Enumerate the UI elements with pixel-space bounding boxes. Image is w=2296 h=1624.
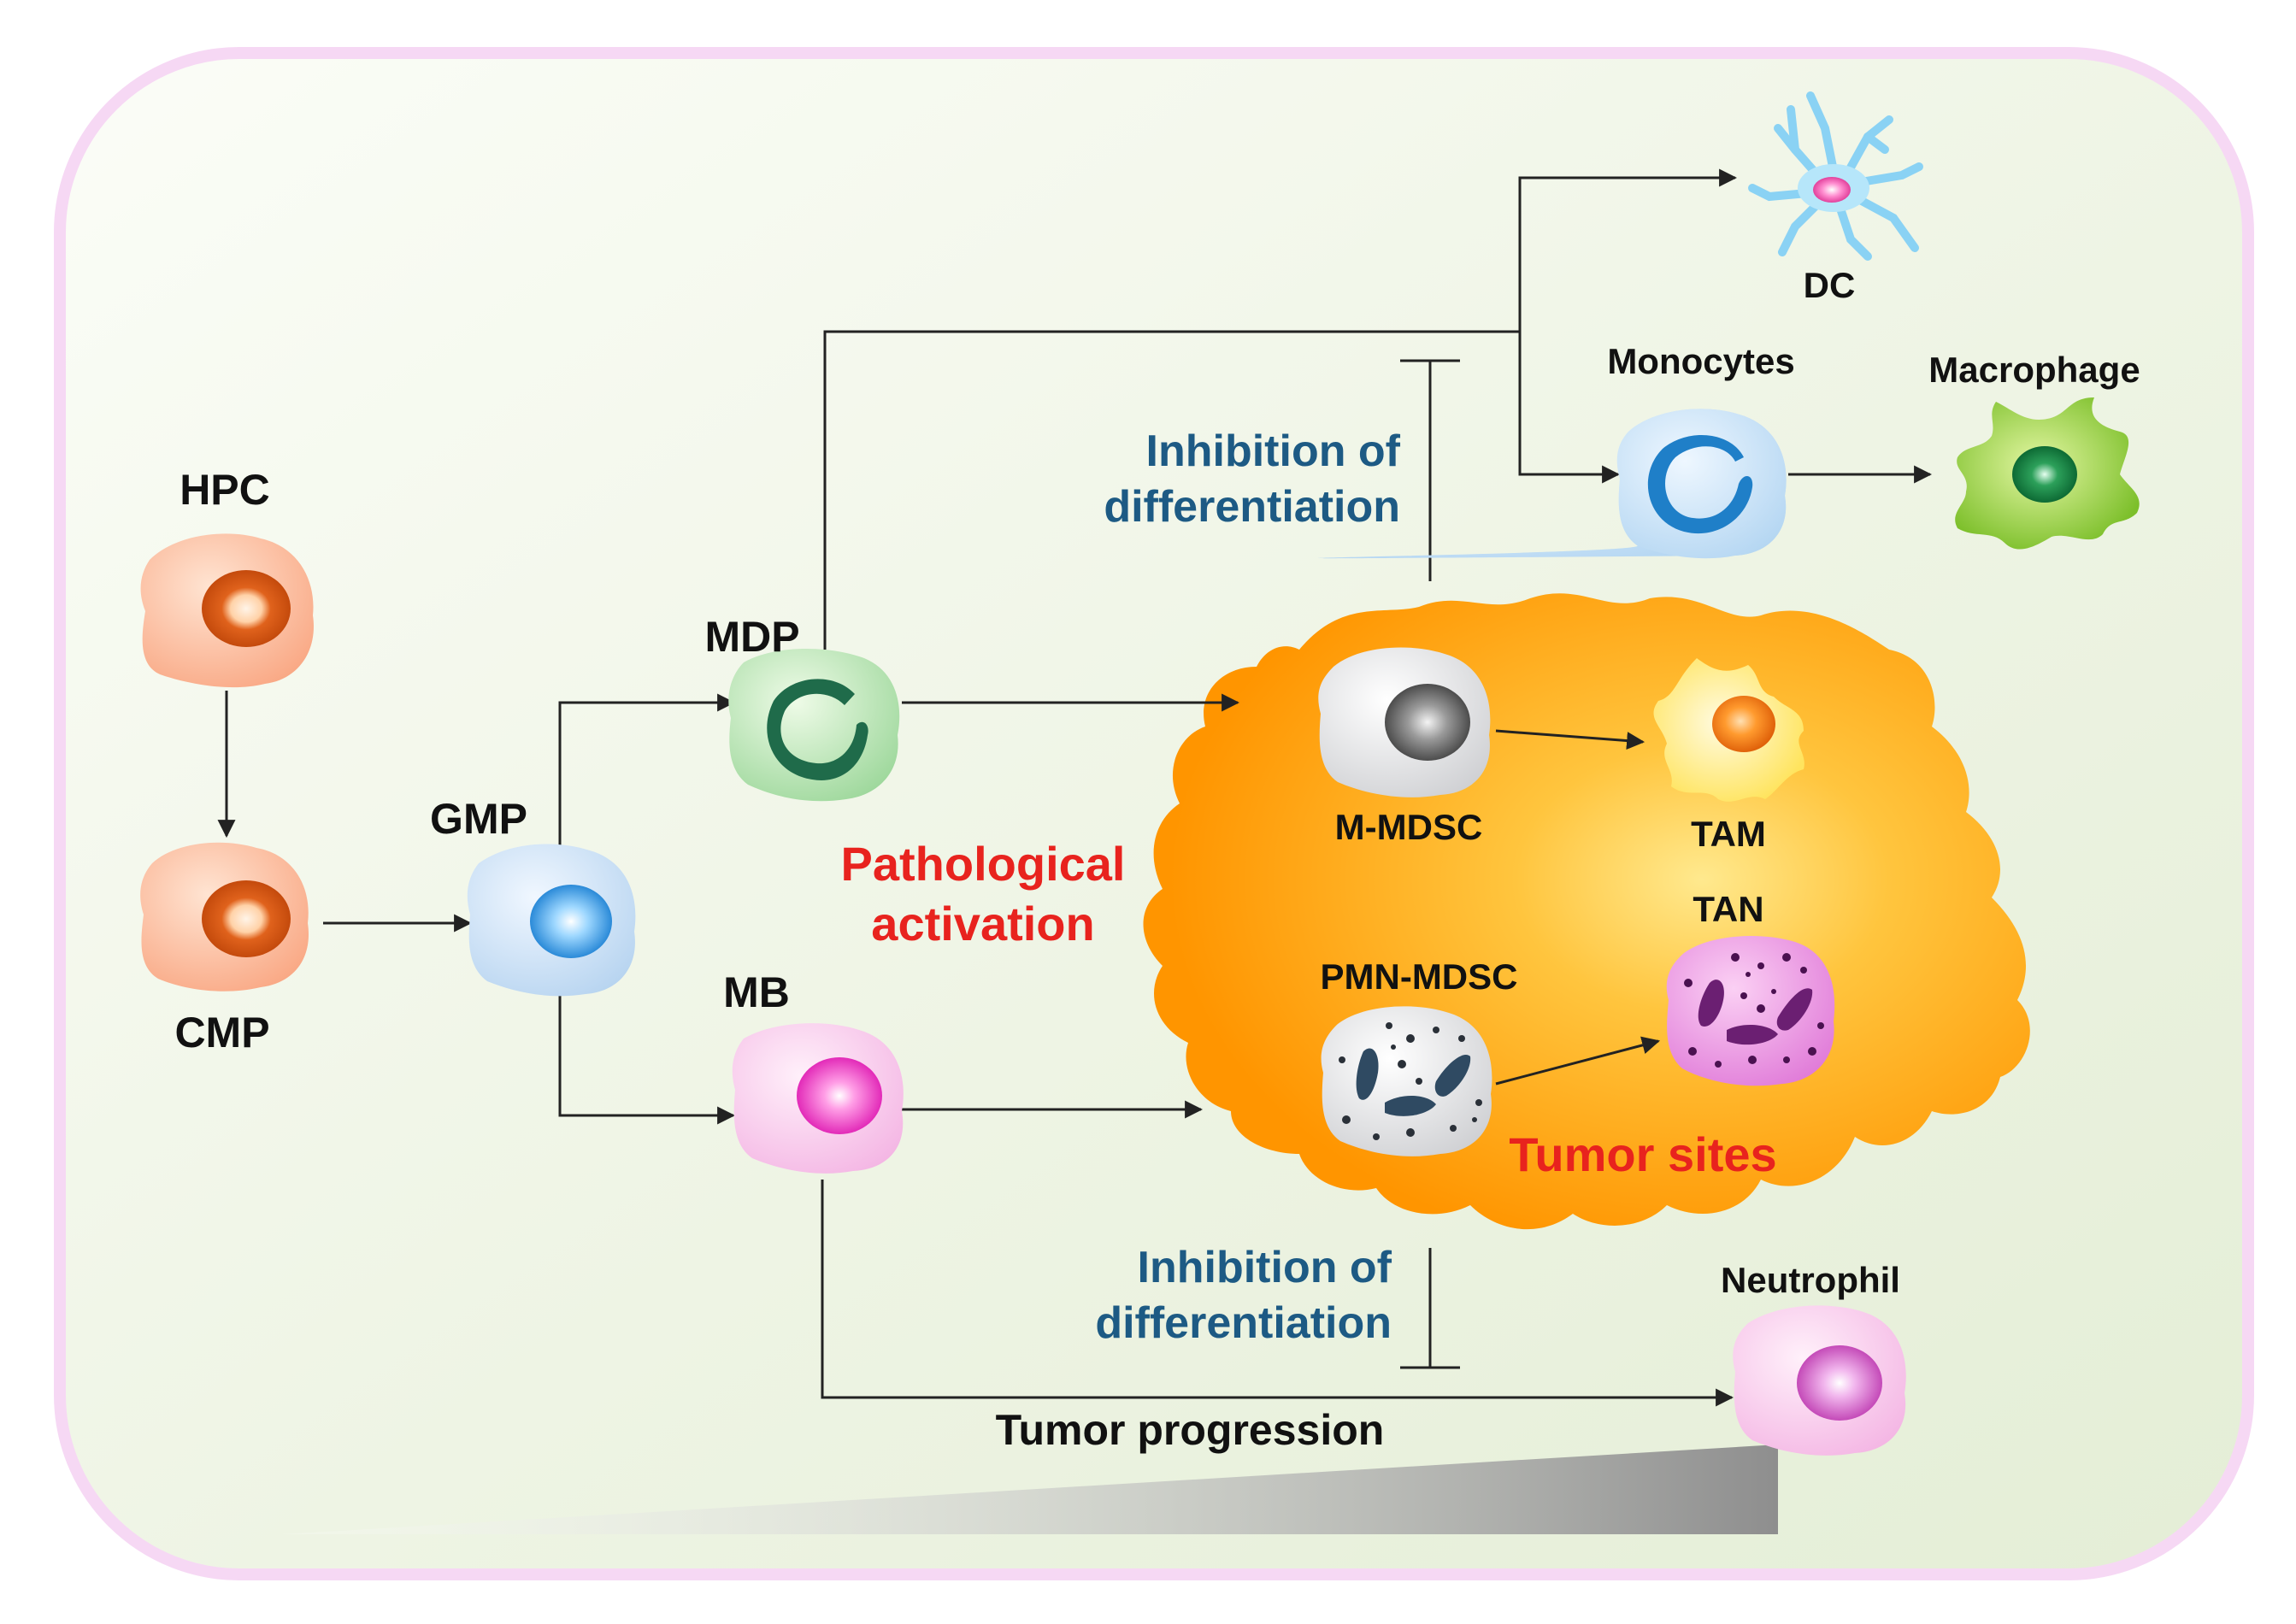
m-mdsc-label: M-MDSC xyxy=(1335,807,1483,847)
tam-label: TAM xyxy=(1691,814,1766,854)
cmp-label: CMP xyxy=(174,1009,269,1056)
inhibition-top-line2: differentiation xyxy=(1104,482,1400,532)
gmp-label: GMP xyxy=(430,795,527,843)
mb-cell xyxy=(732,1023,904,1174)
gmp-cell xyxy=(467,844,636,997)
tan-cell xyxy=(1666,936,1835,1086)
tam-cell xyxy=(1653,658,1804,802)
tumor-progression-wedge xyxy=(282,1445,1778,1534)
pmn-mdsc-cell xyxy=(1321,1006,1492,1156)
annotation-labels: Tumor sites Pathological activation Inhi… xyxy=(841,427,1777,1454)
monocytes-label: Monocytes xyxy=(1607,341,1794,381)
macrophage-label: Macrophage xyxy=(1928,350,2140,390)
connectors xyxy=(217,168,1933,1407)
neutrophil-cell xyxy=(1733,1305,1906,1456)
inhibition-top-line1: Inhibition of xyxy=(1146,427,1401,476)
inhibition-bottom-line2: differentiation xyxy=(1095,1298,1392,1348)
dc-cell xyxy=(1748,91,1923,261)
pathological-activation-line1: Pathological xyxy=(841,837,1126,891)
monocyte-cell xyxy=(1317,409,1787,559)
cmp-cell xyxy=(140,842,309,991)
tan-label: TAN xyxy=(1693,889,1763,929)
mb-label: MB xyxy=(723,968,790,1016)
m-mdsc-cell xyxy=(1318,647,1491,797)
mdp-label: MDP xyxy=(704,613,799,661)
inhibition-bottom-line1: Inhibition of xyxy=(1138,1243,1392,1292)
neutrophil-label: Neutrophil xyxy=(1721,1260,1900,1300)
macrophage-cell xyxy=(1955,397,2140,550)
pathological-activation-line2: activation xyxy=(871,897,1094,950)
cell-labels: HPC CMP GMP MDP MB DC Monocytes Macropha… xyxy=(174,265,2140,1300)
mdp-cell xyxy=(728,648,900,802)
dc-label: DC xyxy=(1804,265,1856,305)
hpc-cell xyxy=(140,533,314,688)
tumor-sites-label: Tumor sites xyxy=(1509,1127,1776,1181)
pmn-mdsc-label: PMN-MDSC xyxy=(1321,956,1518,997)
hpc-label: HPC xyxy=(180,466,270,514)
tumor-progression-label: Tumor progression xyxy=(996,1406,1385,1454)
